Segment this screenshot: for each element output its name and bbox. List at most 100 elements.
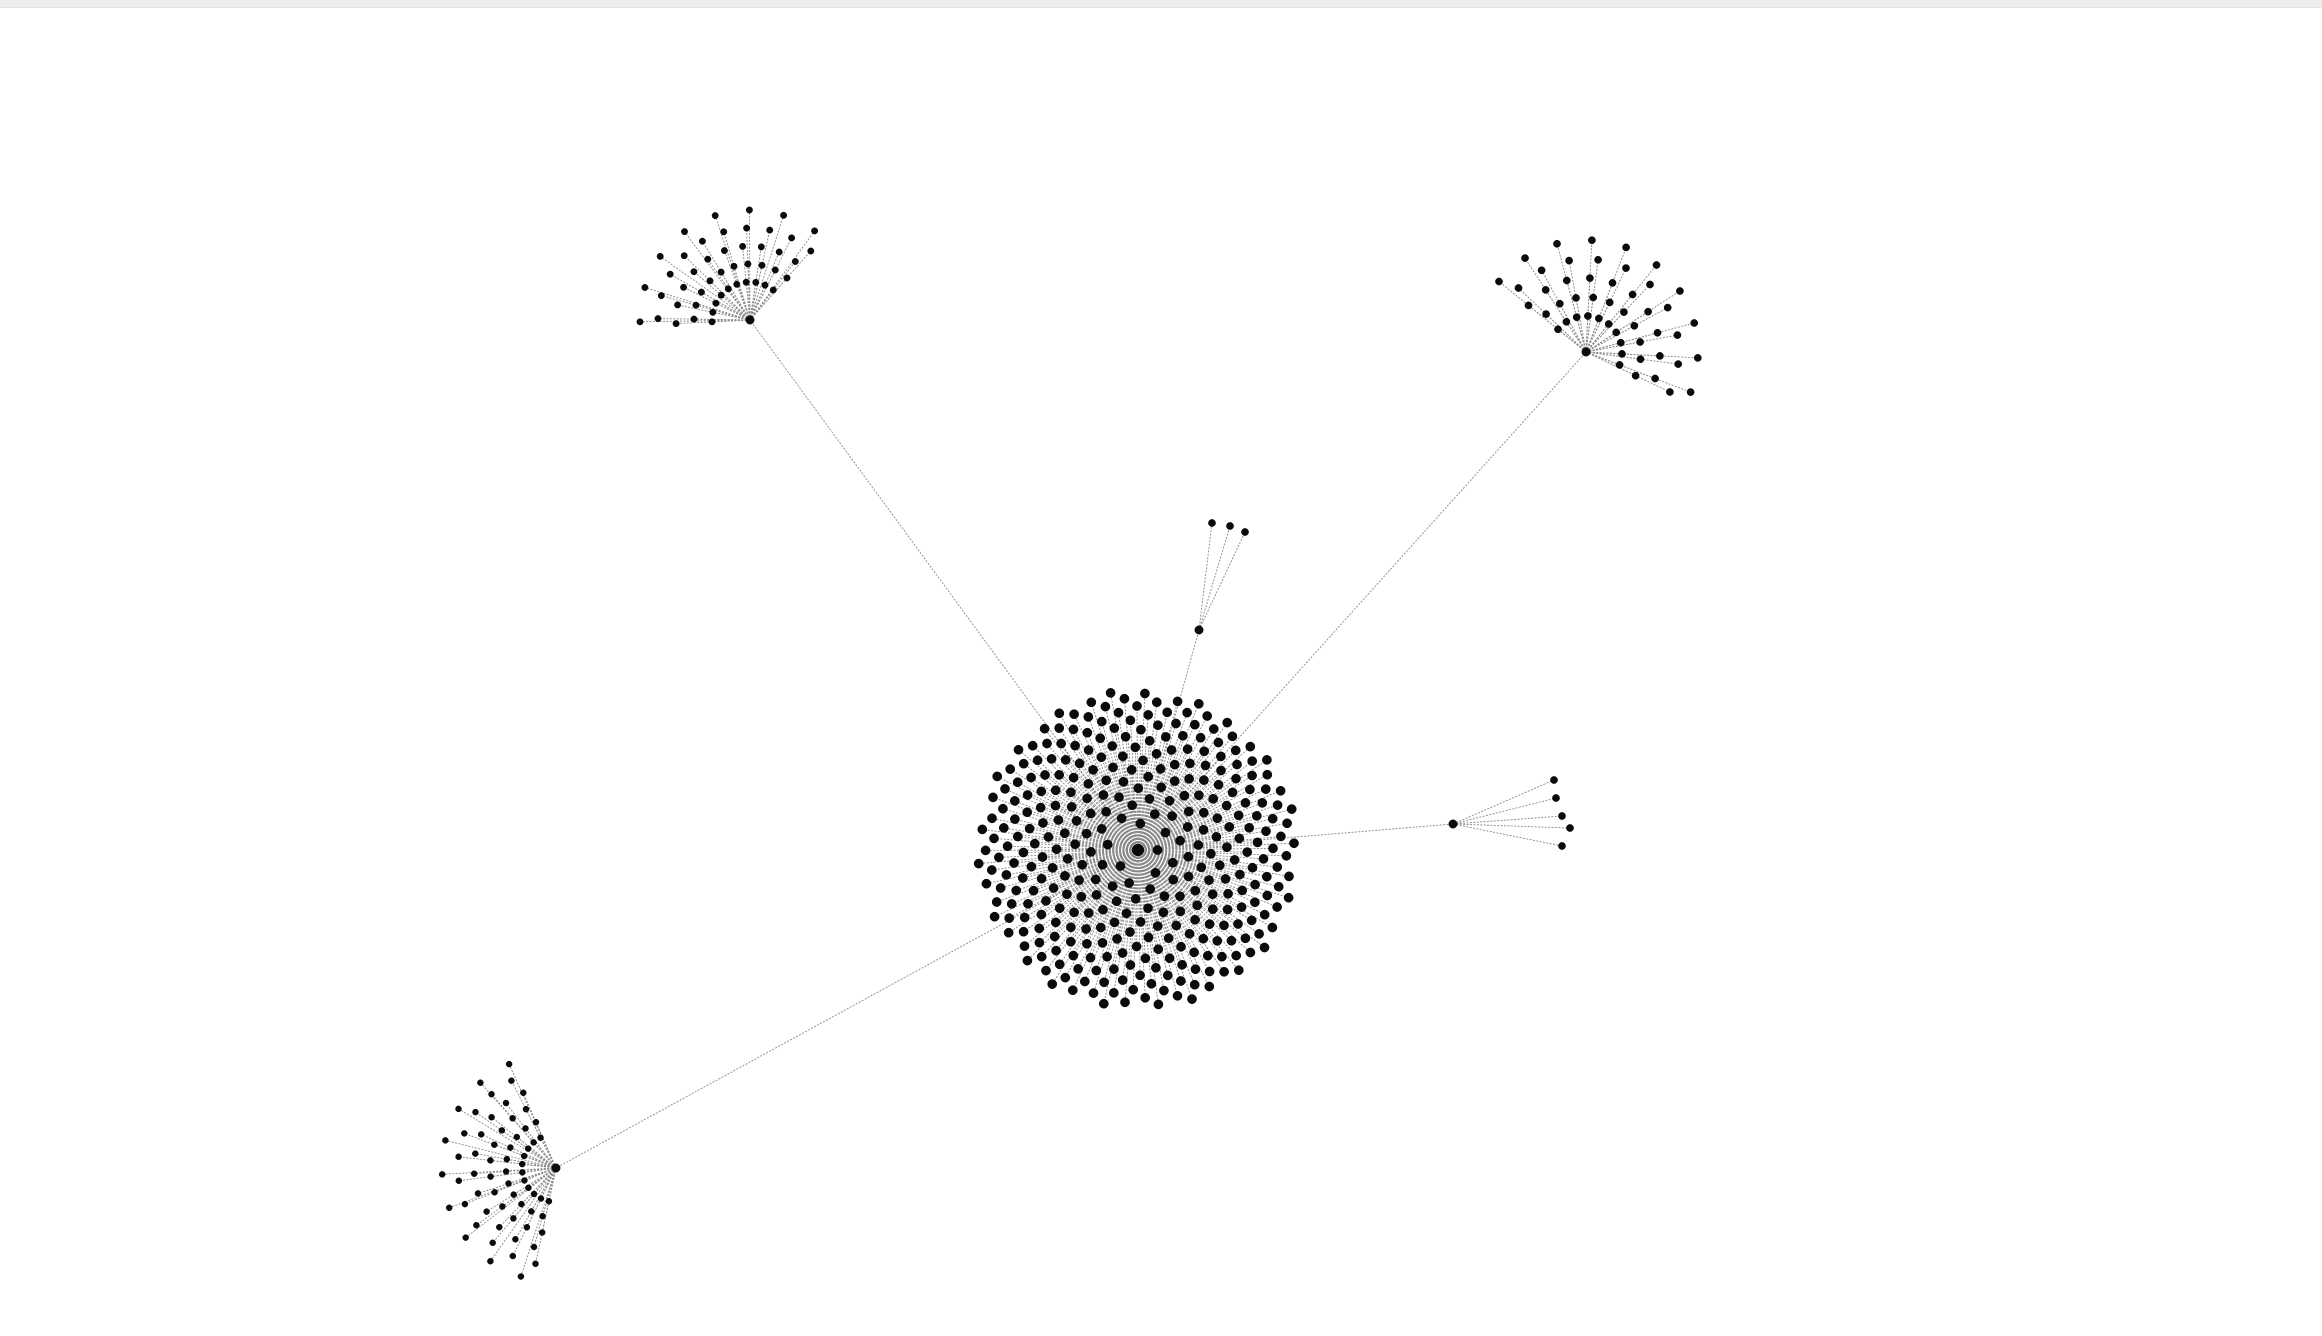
leaf-node xyxy=(657,292,665,300)
leaf-node xyxy=(989,911,1000,922)
leaf-node xyxy=(1146,978,1157,989)
leaf-node xyxy=(1245,947,1256,958)
leaf-node xyxy=(761,281,769,289)
leaf-node xyxy=(1219,920,1229,931)
leaf-node xyxy=(1182,707,1192,718)
leaf-node xyxy=(1121,908,1132,919)
leaf-edge xyxy=(1518,287,1587,353)
leaf-node xyxy=(1204,875,1214,885)
leaf-node xyxy=(1222,717,1233,728)
leaf-node xyxy=(1586,274,1594,282)
leaf-node xyxy=(1144,735,1155,746)
hub-link-edge xyxy=(1137,351,1587,851)
leaf-node xyxy=(1628,290,1637,299)
leaf-node xyxy=(1247,770,1257,781)
leaf-node xyxy=(1126,764,1137,775)
leaf-node xyxy=(1095,922,1106,933)
leaf-edge xyxy=(486,1167,557,1213)
leaf-edge xyxy=(1568,260,1587,353)
leaf-node xyxy=(1663,303,1672,312)
leaf-node xyxy=(1098,790,1109,800)
leaf-edge xyxy=(1137,849,1256,903)
leaf-node xyxy=(473,1221,480,1229)
leaf-edge xyxy=(1585,351,1691,393)
leaf-edge xyxy=(1137,849,1195,953)
leaf-edge xyxy=(1086,833,1139,851)
leaf-node xyxy=(1242,847,1253,857)
leaf-edge xyxy=(1071,806,1139,851)
leaf-node xyxy=(1172,696,1183,707)
leaf-edge xyxy=(1137,759,1268,851)
leaf-node xyxy=(1259,909,1270,920)
leaf-node xyxy=(1041,896,1051,906)
leaf-node xyxy=(517,1273,525,1280)
leaf-node xyxy=(1616,338,1625,347)
leaf-node xyxy=(1211,832,1222,842)
leaf-node xyxy=(1108,762,1118,773)
leaf-node xyxy=(1076,891,1087,902)
leaf-node xyxy=(989,833,999,844)
leaf-node xyxy=(1566,824,1574,832)
leaf-node xyxy=(1085,952,1096,963)
leaf-edge xyxy=(1137,722,1228,851)
leaf-edge xyxy=(702,241,751,321)
leaf-edge xyxy=(1011,849,1139,905)
leaf-edge xyxy=(1137,849,1182,982)
leaf-node xyxy=(1554,325,1562,334)
leaf-node xyxy=(1187,994,1197,1004)
leaf-node xyxy=(1003,927,1014,938)
leaf-node xyxy=(973,858,984,869)
leaf-node xyxy=(1595,314,1603,323)
leaf-node xyxy=(1175,835,1185,846)
leaf-node xyxy=(1196,862,1207,873)
leaf-node xyxy=(1056,738,1067,749)
leaf-node xyxy=(1251,811,1262,821)
leaf-node xyxy=(1217,951,1227,962)
leaf-edge xyxy=(1009,849,1139,919)
leaf-node xyxy=(1189,979,1200,990)
leaf-node xyxy=(1032,755,1043,766)
leaf-node xyxy=(1168,874,1179,885)
leaf-node xyxy=(1171,718,1181,729)
leaf-edge xyxy=(1585,259,1599,353)
leaf-node xyxy=(1000,784,1010,794)
leaf-node xyxy=(1108,988,1119,998)
leaf-node xyxy=(1204,966,1215,977)
leaf-node xyxy=(1111,896,1122,907)
leaf-node xyxy=(1068,772,1079,783)
leaf-edge xyxy=(1077,849,1139,970)
leaf-node xyxy=(1047,979,1058,989)
leaf-node xyxy=(1214,860,1225,871)
leaf-edge xyxy=(1452,779,1555,825)
leaf-node xyxy=(1268,843,1278,854)
leaf-node xyxy=(1588,236,1596,245)
leaf-node xyxy=(986,865,997,875)
leaf-node xyxy=(1160,827,1171,838)
leaf-node xyxy=(1656,352,1664,360)
leaf-node xyxy=(455,1105,462,1113)
leaf-node xyxy=(1070,740,1080,751)
leaf-node xyxy=(1071,816,1082,826)
leaf-node xyxy=(712,299,720,307)
leaf-node xyxy=(1081,828,1092,839)
leaf-node xyxy=(1051,945,1061,956)
leaf-edge xyxy=(749,237,792,321)
leaf-node xyxy=(1074,875,1084,886)
leaf-node xyxy=(1666,388,1674,396)
leaf-node xyxy=(720,228,728,236)
leaf-node xyxy=(1234,833,1245,844)
leaf-node xyxy=(1281,850,1292,861)
leaf-node xyxy=(1119,693,1130,704)
leaf-node xyxy=(1198,933,1209,944)
leaf-node xyxy=(783,274,791,282)
leaf-node xyxy=(1019,941,1030,951)
leaf-edge xyxy=(1541,270,1587,353)
leaf-edge xyxy=(1122,756,1139,851)
leaf-node xyxy=(487,1173,494,1180)
leaf-node xyxy=(1222,842,1232,853)
leaf-node xyxy=(1276,831,1286,842)
leaf-node xyxy=(1034,937,1045,948)
leaf-edge xyxy=(749,230,815,321)
leaf-edge xyxy=(1137,849,1210,987)
leaf-node xyxy=(1018,926,1029,937)
